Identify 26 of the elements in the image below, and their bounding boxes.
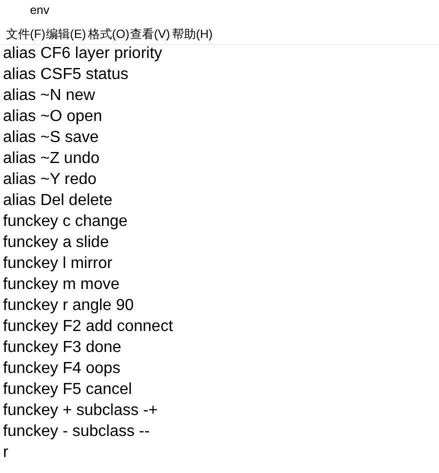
text-line: funckey r angle 90: [3, 297, 134, 315]
text-line: funckey + subclass -+: [3, 402, 158, 420]
menu-item: 格式(O): [88, 26, 130, 43]
text-line: alias CF6 layer priority: [3, 45, 162, 63]
text-line: funckey a slide: [3, 234, 109, 252]
text-line: funckey F3 done: [3, 339, 122, 357]
text-line: funckey F4 oops: [3, 360, 120, 378]
text-line: funckey - subclass --: [3, 423, 150, 441]
text-line: alias ~S save: [3, 129, 99, 147]
text-line: alias ~Y redo: [3, 171, 97, 189]
text-line: funckey c change: [3, 213, 128, 231]
text-line: r: [3, 444, 8, 462]
text-line: funckey m move: [3, 276, 120, 294]
text-line: funckey l mirror: [3, 255, 112, 273]
text-line: alias Del delete: [3, 192, 112, 210]
text-line: alias CSF5 status: [3, 66, 128, 84]
text-line: alias ~Z undo: [3, 150, 100, 168]
menu-item: 帮助(H): [172, 26, 213, 43]
window-title: env: [30, 3, 50, 17]
menu-item: 编辑(E): [46, 26, 86, 43]
menu-item: 查看(V): [130, 26, 170, 43]
text-line: alias ~N new: [3, 87, 96, 105]
text-line: alias ~O open: [3, 108, 102, 126]
menu-item: 文件(F): [6, 26, 46, 43]
text-line: funckey F5 cancel: [3, 381, 132, 399]
text-line: funckey F2 add connect: [3, 318, 173, 336]
